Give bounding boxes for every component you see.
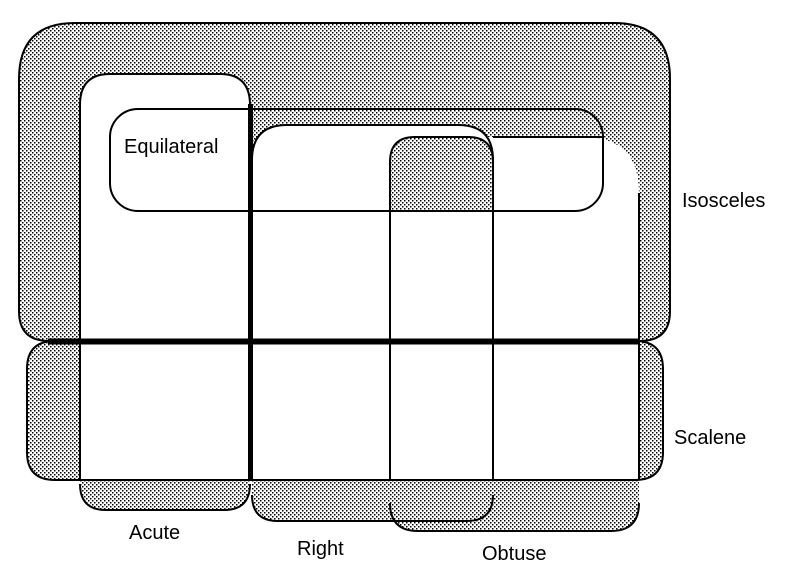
- label-equilateral: Equilateral: [124, 136, 219, 158]
- obtuse-tab-border: [389, 502, 640, 532]
- acute-tab-border: [79, 483, 251, 511]
- scalene-region-border: [26, 340, 664, 481]
- label-isosceles: Isosceles: [682, 190, 765, 212]
- right-tab-border: [251, 494, 494, 522]
- obtuse-column-border: [493, 136, 640, 480]
- label-obtuse: Obtuse: [482, 543, 546, 565]
- obtuse-tab-fill: [390, 480, 639, 531]
- obtuse-column-fill: [390, 137, 639, 480]
- empty-overlap-patch-fill: [390, 137, 493, 211]
- equilateral-region-border: [109, 108, 604, 212]
- acute-tab-fill: [80, 480, 250, 510]
- acute-column-fill: [80, 74, 250, 480]
- acute-column-border: [79, 73, 251, 480]
- empty-overlap-patch-border: [389, 136, 494, 480]
- label-right: Right: [297, 538, 344, 560]
- label-scalene: Scalene: [674, 427, 746, 449]
- right-column-border: [251, 124, 494, 480]
- label-acute: Acute: [129, 522, 180, 544]
